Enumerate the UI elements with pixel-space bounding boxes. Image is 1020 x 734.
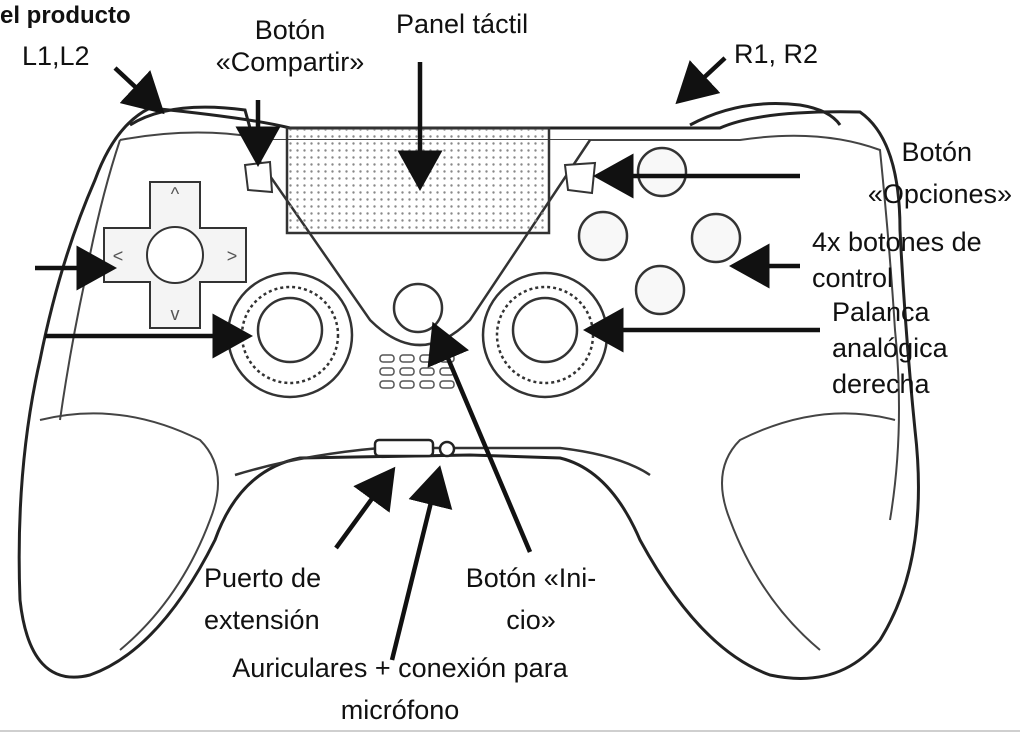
options-button [563,161,597,195]
label-options-line1: Botón [901,137,972,167]
arrow-home [427,321,533,553]
label-headset-line2: micrófono [340,695,460,725]
label-home-line1: Botón «Ini- [465,563,597,593]
label-right-stick-line1: Palanca [832,297,930,327]
bottom-divider [0,730,1020,732]
label-extension-port-line1: Puerto de [204,563,322,593]
right-grip-line [721,412,896,651]
svg-text:^: ^ [171,184,180,204]
svg-text:<: < [113,246,124,266]
label-headset-line1: Auriculares + conexión para [232,653,568,683]
face-buttons [577,146,742,316]
label-face-buttons-line1: 4x botones de [812,227,982,257]
headset-jack [438,440,456,458]
right-stick [481,271,609,399]
product-heading: el producto [0,2,131,29]
label-right-stick-line2: analógica [832,333,948,363]
label-home-line2: cio» [506,605,556,635]
label-l1l2: L1,L2 [22,41,90,71]
label-right-stick: Palanca analógica derecha [832,296,948,400]
extension-port [373,438,435,458]
label-r1r2: R1, R2 [734,39,819,69]
label-face-buttons-line2: control [812,263,894,293]
arrow-extension [334,466,396,550]
right-shoulder [689,102,842,127]
label-share: Botón «Compartir» [190,14,390,78]
label-extension-port: Puerto de extensión [204,562,321,636]
share-button [243,160,274,194]
callout-arrows [35,56,820,661]
label-right-stick-line3: derecha [832,369,930,399]
svg-text:v: v [171,304,180,324]
svg-text:>: > [227,246,238,266]
left-stick [226,271,354,399]
arrow-headset [389,465,453,661]
dpad: ^ < > v [103,181,247,329]
label-options: Botón «Opciones» [800,136,1012,210]
label-extension-port-line2: extensión [204,605,320,635]
label-headset: Auriculares + conexión para micrófono [180,652,620,726]
label-home: Botón «Ini- cio» [436,562,626,636]
home-button [392,282,444,334]
label-share-line2: «Compartir» [215,47,365,77]
left-grip-line [39,412,219,651]
label-options-line2: «Opciones» [867,179,1012,209]
label-touchpad: Panel táctil [396,9,529,39]
label-share-line1: Botón [254,15,326,45]
arrow-r1r2 [675,56,727,105]
left-shoulder [129,105,252,129]
label-face-buttons: 4x botones de control [812,226,982,294]
arrow-l1l2 [113,66,165,115]
